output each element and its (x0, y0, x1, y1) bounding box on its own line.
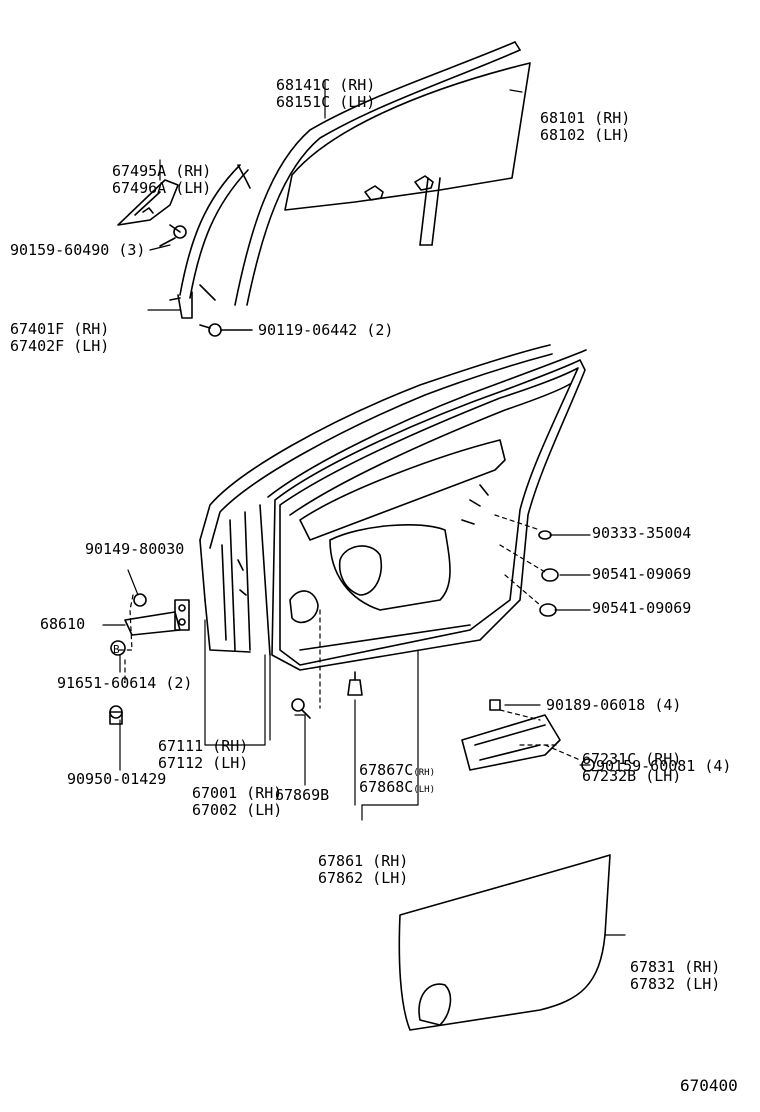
leader-lines (102, 79, 626, 936)
glass-run-channel (234, 41, 521, 306)
label-weatherstrip: 67861 (RH)67862 (LH) (318, 852, 409, 887)
label-door-check: 68610 (40, 615, 86, 633)
cushion-1 (541, 568, 559, 582)
label-plug-top: 90333-35004 (592, 524, 692, 542)
hole-plug-bottom (109, 705, 123, 725)
label-glass: 68101 (RH)68102 (LH) (540, 109, 631, 144)
label-clip-67867c: 67867C(RH) (359, 761, 435, 779)
door-check (124, 599, 190, 636)
label-nut-bracket: 90189-06018 (4) (546, 696, 682, 714)
label-bracket: 67231C (RH)67232B (LH) (582, 750, 682, 785)
cushion-2 (539, 603, 557, 617)
mirror-screw (159, 224, 187, 247)
label-plug-bottom: 90950-01429 (67, 770, 167, 788)
label-service-hole-cover: 67831 (RH)67832 (LH) (630, 958, 721, 993)
door-inner-panel (279, 367, 579, 666)
door-glass (284, 62, 531, 246)
figure-number: 670400 (680, 1076, 738, 1095)
clip-67869b (291, 698, 311, 719)
label-door-panel: 67001 (RH)67002 (LH) (192, 784, 283, 819)
label-mirror-cover: 67495A (RH)67496A (LH) (112, 162, 212, 197)
division-bar-bolt (199, 323, 253, 337)
weatherstrip (267, 349, 587, 671)
label-division-bar: 67401F (RH)67402F (LH) (10, 320, 110, 355)
clip-67867c (347, 671, 363, 696)
label-glass-run: 68141C (RH)68151C (LH) (276, 76, 376, 111)
door-panel (199, 344, 553, 656)
label-hinge-cover: 67111 (RH)67112 (LH) (158, 737, 249, 772)
label-clip-67869b: 67869B (275, 786, 330, 804)
label-bolt-b: 91651-60614 (2) (57, 674, 193, 692)
bracket (461, 699, 595, 772)
label-cushion-2: 90541-09069 (592, 599, 692, 617)
label-screw-mirror: 90159-60490 (3) (10, 241, 146, 259)
door-check-bolt (133, 593, 147, 607)
label-bolt-bar: 90119-06442 (2) (258, 321, 394, 339)
service-hole-cover (398, 854, 611, 1031)
mirror-cover (117, 179, 179, 226)
plug-top (538, 530, 552, 540)
division-bar (169, 164, 251, 319)
b-mark (110, 640, 126, 656)
b-mark-letter: B (113, 643, 120, 656)
label-bolt-check: 90149-80030 (85, 540, 185, 558)
label-screw-bracket: 90159-60081 (4) (596, 757, 732, 775)
label-clip-67868c: 67868C(LH) (359, 778, 435, 796)
label-cushion-1: 90541-09069 (592, 565, 692, 583)
